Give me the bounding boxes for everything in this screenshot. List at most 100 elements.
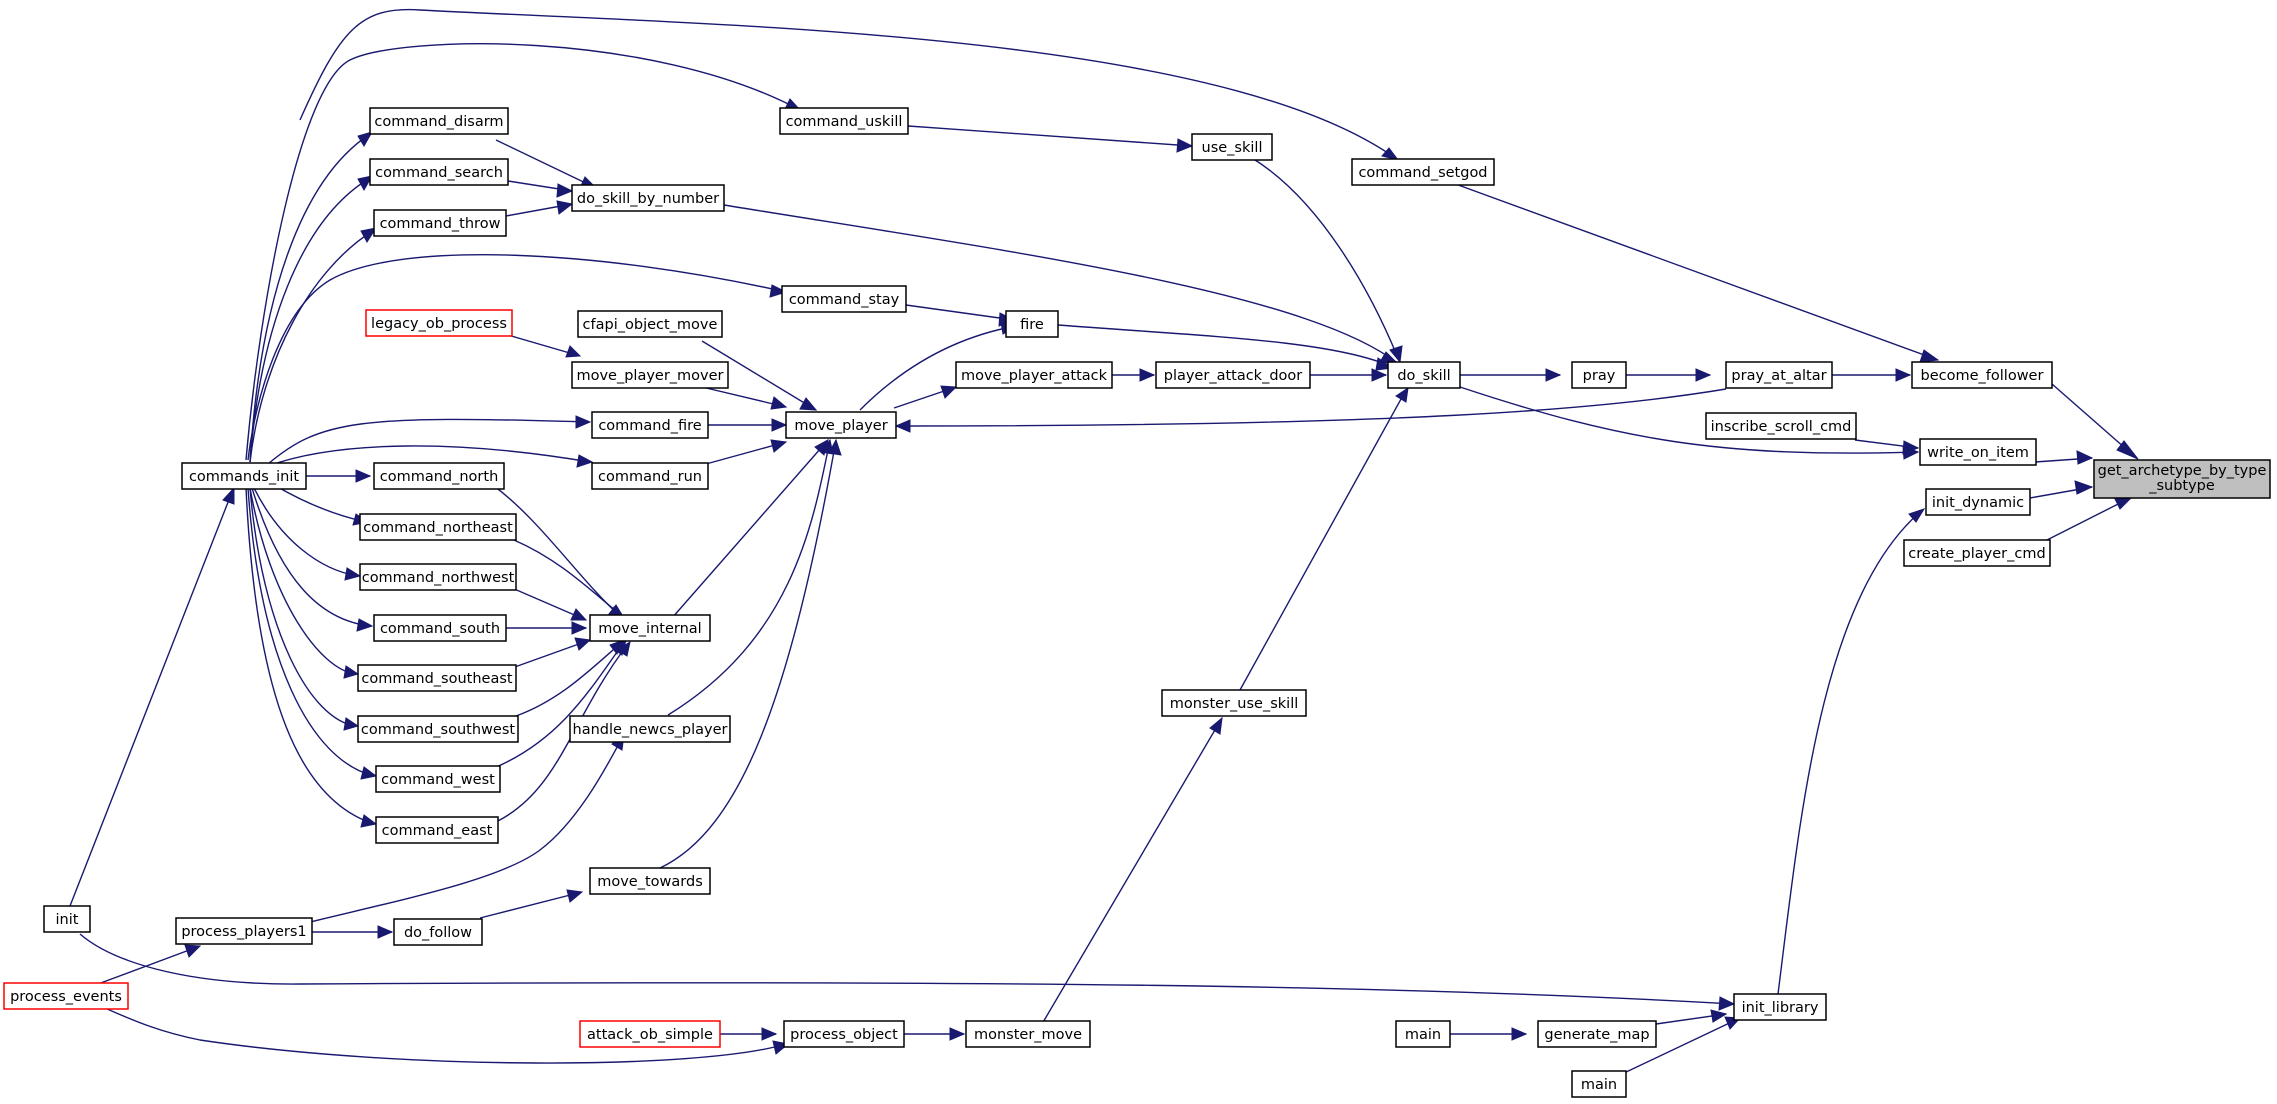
edge-do_follow-move_towards bbox=[479, 891, 583, 919]
node-label: init_dynamic bbox=[1932, 495, 2024, 511]
arrow-into-root bbox=[2116, 440, 2139, 460]
edge-commands_init-command_south bbox=[251, 487, 371, 627]
node-label: move_internal bbox=[598, 621, 701, 637]
arrow-into-do_skill_by_number bbox=[556, 200, 574, 215]
node-pray-at-altar[interactable]: pray_at_altar bbox=[1725, 361, 1833, 389]
node-label: legacy_ob_process bbox=[371, 316, 507, 332]
node-generate-map[interactable]: generate_map bbox=[1537, 1020, 1657, 1048]
node-init[interactable]: init bbox=[43, 905, 91, 933]
edge-commands_init-command_search bbox=[249, 177, 371, 463]
node-init-library[interactable]: init_library bbox=[1733, 993, 1827, 1021]
node-label: player_attack_door bbox=[1164, 368, 1303, 384]
node-handle-newcs-player[interactable]: handle_newcs_player bbox=[569, 715, 731, 743]
node-label: inscribe_scroll_cmd bbox=[1711, 419, 1852, 435]
node-label: command_southwest bbox=[361, 722, 515, 738]
node-commands-init[interactable]: commands_init bbox=[181, 462, 307, 490]
arrow-into-use_skill bbox=[1176, 138, 1194, 153]
node-legacy-ob-process[interactable]: legacy_ob_process bbox=[365, 309, 513, 337]
node-command-northeast[interactable]: command_northeast bbox=[359, 513, 517, 541]
node-command-stay[interactable]: command_stay bbox=[781, 285, 907, 313]
arrow-into-commands_init bbox=[222, 486, 235, 505]
node-label: command_northeast bbox=[363, 520, 513, 536]
node-monster-use-skill[interactable]: monster_use_skill bbox=[1161, 689, 1307, 717]
node-move-player-mover[interactable]: move_player_mover bbox=[571, 361, 729, 389]
arrow-into-root bbox=[2076, 450, 2094, 465]
node-process-object[interactable]: process_object bbox=[783, 1020, 905, 1048]
arrow-into-command_run bbox=[576, 454, 594, 468]
node-monster-move[interactable]: monster_move bbox=[965, 1020, 1091, 1048]
node-do-skill-by-number[interactable]: do_skill_by_number bbox=[571, 184, 725, 212]
node-label: process_events bbox=[10, 989, 122, 1005]
node-player-attack-door[interactable]: player_attack_door bbox=[1155, 361, 1311, 389]
node-label: process_object bbox=[790, 1027, 898, 1043]
edge-commands_init-command_southwest bbox=[249, 487, 357, 727]
edge-do_skill_by_number-do_skill bbox=[723, 204, 1397, 363]
node-command-fire[interactable]: command_fire bbox=[591, 411, 709, 439]
node-command-setgod[interactable]: command_setgod bbox=[1351, 158, 1495, 186]
node-command-southeast[interactable]: command_southeast bbox=[357, 664, 517, 692]
node-move-towards[interactable]: move_towards bbox=[589, 867, 711, 895]
node-attack-ob-simple[interactable]: attack_ob_simple bbox=[579, 1020, 721, 1048]
arrow-into-generate_map bbox=[1511, 1027, 1528, 1041]
arrow-into-move_internal bbox=[574, 637, 592, 651]
arrow-into-do_follow bbox=[377, 925, 394, 939]
arrow-into-command_east bbox=[360, 814, 378, 828]
node-command-throw[interactable]: command_throw bbox=[373, 209, 507, 237]
arrow-into-move_internal bbox=[571, 621, 588, 635]
arrow-into-root bbox=[2074, 480, 2094, 495]
node-label: do_follow bbox=[404, 925, 472, 941]
node-command-run[interactable]: command_run bbox=[591, 462, 709, 490]
node-command-uskill[interactable]: command_uskill bbox=[779, 107, 909, 135]
edge-command_east-move_internal bbox=[495, 643, 629, 823]
edge-monster_move-monster_use_skill bbox=[1041, 717, 1223, 1025]
node-init-dynamic[interactable]: init_dynamic bbox=[1925, 488, 2031, 516]
node-label: handle_newcs_player bbox=[573, 722, 728, 738]
edge-command_uskill-use_skill bbox=[907, 125, 1193, 147]
arrow-into-command_northwest bbox=[344, 567, 362, 581]
node-label: command_stay bbox=[789, 292, 900, 308]
node-pray[interactable]: pray bbox=[1571, 361, 1627, 389]
arrow-into-become_follower bbox=[1895, 368, 1912, 382]
node-inscribe-scroll-cmd[interactable]: inscribe_scroll_cmd bbox=[1705, 412, 1857, 440]
node-label: become_follower bbox=[1921, 368, 2044, 384]
node-main[interactable]: main bbox=[1395, 1020, 1451, 1048]
node-command-southwest[interactable]: command_southwest bbox=[357, 715, 519, 743]
node-use-skill[interactable]: use_skill bbox=[1191, 133, 1273, 161]
node-process-events[interactable]: process_events bbox=[3, 982, 129, 1010]
node-command-northwest[interactable]: command_northwest bbox=[359, 563, 517, 591]
node-do-follow[interactable]: do_follow bbox=[393, 918, 483, 946]
node-label: command_throw bbox=[380, 216, 501, 232]
node-create-player-cmd[interactable]: create_player_cmd bbox=[1903, 539, 2051, 567]
node-get-archetype-by-type-subtype[interactable]: get_archetype_by_type _subtype bbox=[2093, 459, 2271, 499]
edge-commands_init-command_northwest bbox=[253, 487, 359, 577]
node-label: do_skill_by_number bbox=[577, 191, 719, 207]
edge-commands_init-command_northeast bbox=[275, 485, 367, 523]
node-label: main bbox=[1581, 1077, 1617, 1093]
node-main[interactable]: main bbox=[1571, 1070, 1627, 1098]
edge-command_southwest-move_internal bbox=[515, 641, 623, 717]
node-label: commands_init bbox=[189, 469, 299, 485]
node-command-east[interactable]: command_east bbox=[375, 816, 499, 844]
node-command-disarm[interactable]: command_disarm bbox=[369, 107, 509, 135]
node-command-north[interactable]: command_north bbox=[373, 462, 505, 490]
node-command-west[interactable]: command_west bbox=[375, 765, 501, 793]
arrow-into-move_player bbox=[828, 438, 842, 456]
node-command-search[interactable]: command_search bbox=[369, 158, 509, 186]
edge-commands_init-command_southeast bbox=[249, 487, 357, 675]
node-fire[interactable]: fire bbox=[1005, 310, 1059, 338]
node-move-internal[interactable]: move_internal bbox=[589, 614, 711, 642]
node-command-south[interactable]: command_south bbox=[373, 614, 507, 642]
node-cfapi-object-move[interactable]: cfapi_object_move bbox=[577, 310, 723, 338]
node-process-players1[interactable]: process_players1 bbox=[175, 917, 313, 945]
arrow-into-do_skill bbox=[1389, 345, 1403, 364]
node-do-skill[interactable]: do_skill bbox=[1387, 361, 1461, 389]
node-become-follower[interactable]: become_follower bbox=[1911, 361, 2053, 389]
node-write-on-item[interactable]: write_on_item bbox=[1919, 438, 2037, 466]
edge-commands_init-command_fire bbox=[267, 418, 587, 465]
arrow-into-move_player bbox=[799, 397, 818, 411]
node-move-player[interactable]: move_player bbox=[785, 411, 897, 439]
node-move-player-attack[interactable]: move_player_attack bbox=[955, 361, 1113, 389]
arrow-into-move_player bbox=[894, 419, 911, 433]
node-label: command_north bbox=[380, 469, 499, 485]
